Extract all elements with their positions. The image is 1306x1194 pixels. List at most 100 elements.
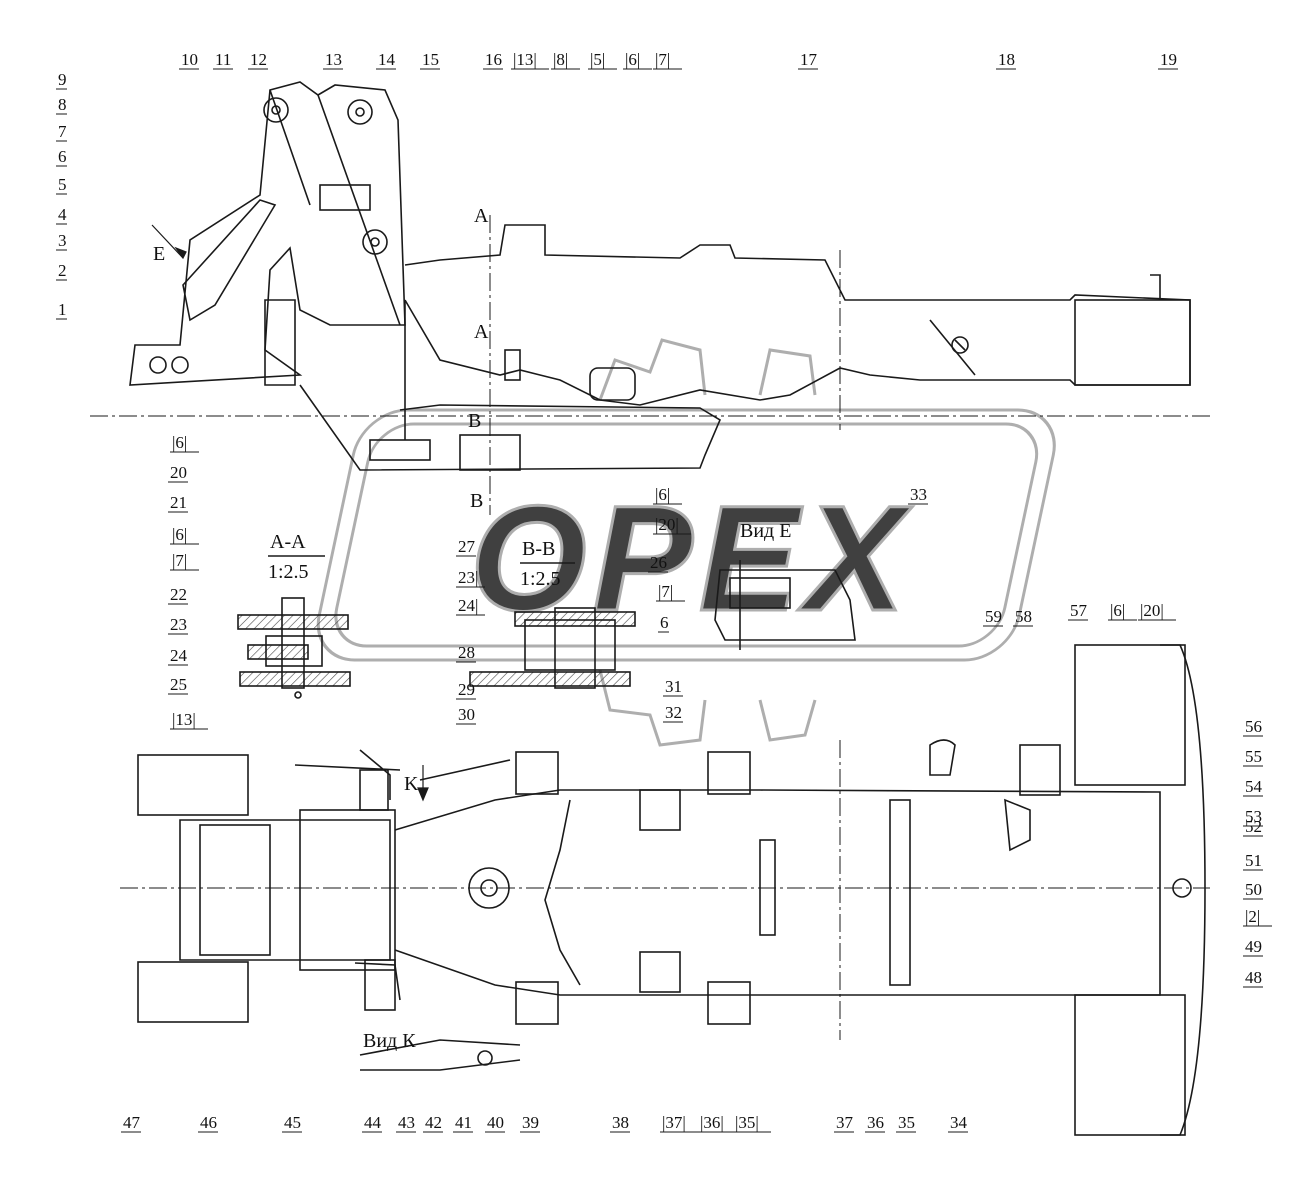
mark-e: E — [153, 243, 165, 265]
callout-label: 18 — [998, 50, 1015, 69]
callout-label: 11 — [215, 50, 231, 69]
callout-label: 23 — [170, 615, 187, 634]
callout-label: |6| — [625, 50, 640, 69]
callout-label: 44 — [364, 1113, 382, 1132]
arrows — [151, 224, 429, 802]
callout-label: 46 — [200, 1113, 217, 1132]
callout-label: 59 — [985, 607, 1002, 626]
callout-label: 45 — [284, 1113, 301, 1132]
callout-label: |6| — [655, 485, 670, 504]
callout-label: 35 — [898, 1113, 915, 1132]
mark-a-top: A — [474, 205, 489, 227]
watermark-logo: OPEX — [316, 338, 1056, 747]
callout-label: 53 — [1245, 807, 1262, 826]
callout-label: |5| — [590, 50, 605, 69]
mark-b-top: B — [468, 410, 481, 432]
callout-label: 54 — [1245, 777, 1263, 796]
callout-label: 30 — [458, 705, 475, 724]
section-a-a — [237, 597, 351, 699]
callout-label: 13 — [325, 50, 342, 69]
callout-label: 49 — [1245, 937, 1262, 956]
callout-label: 16 — [485, 50, 502, 69]
callout-label: 51 — [1245, 851, 1262, 870]
callout-label: 9 — [58, 70, 67, 89]
callout-label: |8| — [553, 50, 568, 69]
callout-label: 22 — [170, 585, 187, 604]
callout-label: 21 — [170, 493, 187, 512]
callout-label: 26 — [650, 553, 667, 572]
plan-view — [137, 644, 1206, 1136]
callout-label: 40 — [487, 1113, 504, 1132]
side-view — [129, 81, 1191, 471]
callout-label: 36 — [867, 1113, 884, 1132]
callout-label: 33 — [910, 485, 927, 504]
view-k-title: Вид К — [363, 1030, 416, 1052]
callout-label: 24 — [170, 646, 188, 665]
callout-label: |37| — [662, 1113, 686, 1132]
callout-label: |6| — [1110, 601, 1125, 620]
callout-label: |7| — [658, 582, 673, 601]
callout-label: 17 — [800, 50, 818, 69]
view-e-title: Вид Е — [740, 520, 791, 542]
callout-label: 34 — [950, 1113, 968, 1132]
section-b-title: B-B — [522, 538, 555, 560]
callout-label: 28 — [458, 643, 475, 662]
callout-label: 12 — [250, 50, 267, 69]
callout-label: |36| — [700, 1113, 724, 1132]
callout-label: 14 — [378, 50, 396, 69]
callout-label: 4 — [58, 205, 67, 224]
callout-label: |6| — [172, 433, 187, 452]
section-b-scale: 1:2.5 — [520, 568, 561, 590]
callout-label: 50 — [1245, 880, 1262, 899]
callout-label: 1 — [58, 300, 67, 319]
callout-label: 29 — [458, 680, 475, 699]
callout-label: |20| — [1140, 601, 1164, 620]
callout-label: |2| — [1245, 907, 1260, 926]
mark-a-bottom: A — [474, 321, 489, 343]
section-b-b — [469, 607, 636, 689]
mark-b-bottom: B — [470, 490, 483, 512]
callout-label: 23| — [458, 568, 478, 587]
callout-label: 58 — [1015, 607, 1032, 626]
callout-label: 19 — [1160, 50, 1177, 69]
callout-label: 8 — [58, 95, 67, 114]
captions: A-A 1:2.5 B-B 1:2.5 Вид Е Вид К A A B B … — [153, 205, 791, 1052]
callout-label: 6 — [58, 147, 67, 166]
callout-label: |6| — [172, 525, 187, 544]
callout-label: 31 — [665, 677, 682, 696]
callout-label: 48 — [1245, 968, 1262, 987]
callout-label: 57 — [1070, 601, 1088, 620]
callout-label: 6 — [660, 613, 669, 632]
callout-label: |7| — [172, 551, 187, 570]
callout-label: 56 — [1245, 717, 1262, 736]
callout-label: 27 — [458, 537, 476, 556]
section-a-scale: 1:2.5 — [268, 561, 309, 583]
callout-label: 15 — [422, 50, 439, 69]
callout-label: 38 — [612, 1113, 629, 1132]
callout-label: 43 — [398, 1113, 415, 1132]
callout-label: 10 — [181, 50, 198, 69]
callout-label: 5 — [58, 175, 67, 194]
callout-label: 47 — [123, 1113, 141, 1132]
view-e — [714, 560, 856, 650]
callout-label: 25 — [170, 675, 187, 694]
callout-label: 2 — [58, 261, 67, 280]
callout-label: 55 — [1245, 747, 1262, 766]
callout-label: 3 — [58, 231, 67, 250]
callout-label: |7| — [655, 50, 670, 69]
section-a-title: A-A — [270, 531, 306, 553]
callout-label: |13| — [172, 710, 196, 729]
callout-label: 20 — [170, 463, 187, 482]
callout-label: 41 — [455, 1113, 472, 1132]
callout-label: 42 — [425, 1113, 442, 1132]
mark-k: K — [404, 773, 419, 795]
callout-label: |13| — [513, 50, 537, 69]
callout-label: |20| — [655, 515, 679, 534]
center-axes — [90, 215, 1210, 1040]
callout-label: 52 — [1245, 817, 1262, 836]
callout-label: |35| — [735, 1113, 759, 1132]
callout-label: 7 — [58, 122, 67, 141]
callout-label: 39 — [522, 1113, 539, 1132]
